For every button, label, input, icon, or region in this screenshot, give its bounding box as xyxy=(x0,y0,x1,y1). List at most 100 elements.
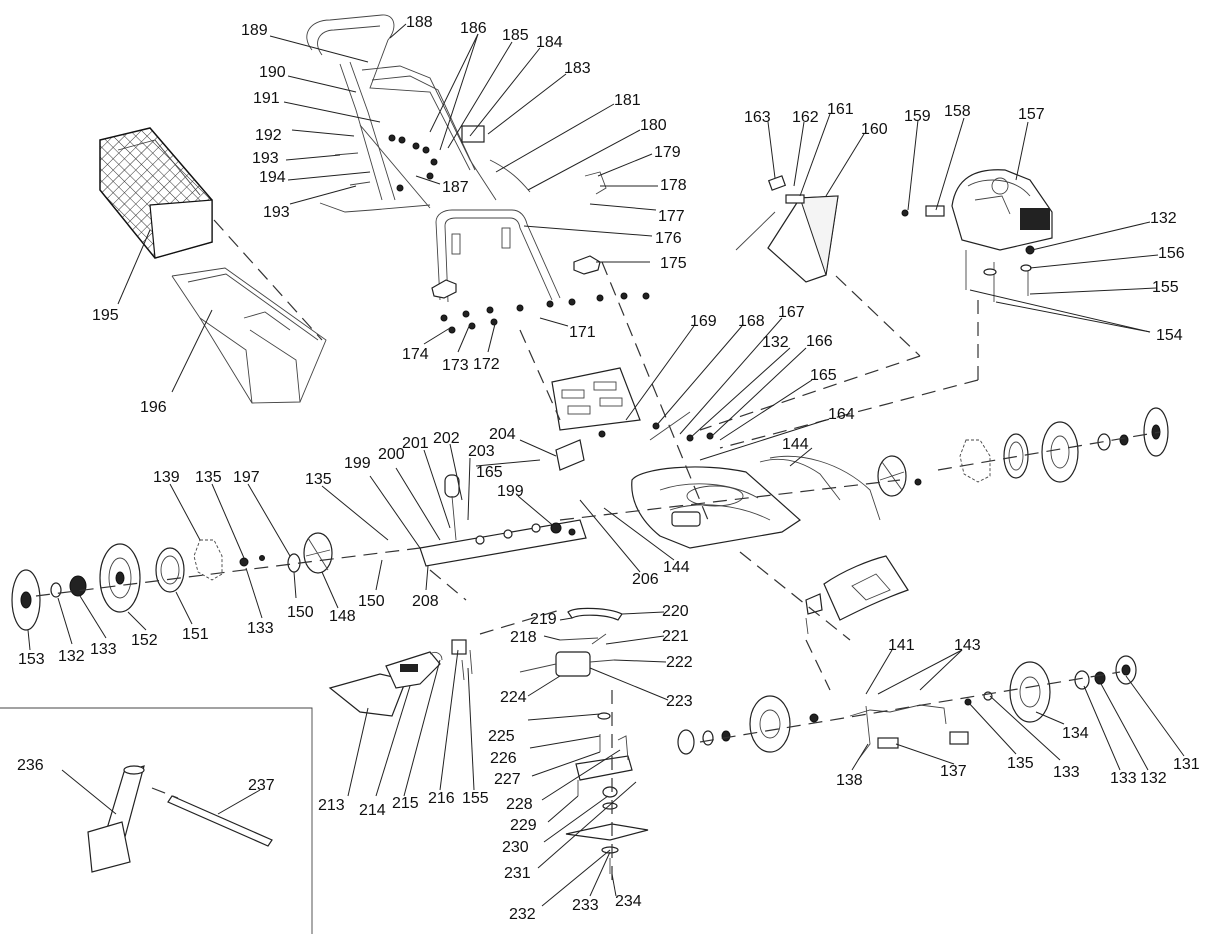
engine-cover-part xyxy=(735,175,839,283)
part-label-192: 192 xyxy=(255,127,282,144)
part-label-152: 152 xyxy=(131,632,158,649)
accessory-inset-frame xyxy=(0,707,313,934)
part-label-158: 158 xyxy=(944,103,971,120)
part-label-181: 181 xyxy=(614,92,641,109)
height-adjuster-part xyxy=(551,367,714,442)
part-label-132-deck: 132 xyxy=(762,334,789,351)
part-label-133-right: 133 xyxy=(1053,764,1080,781)
part-label-177: 177 xyxy=(658,208,685,225)
part-label-188: 188 xyxy=(406,14,433,31)
part-label-228: 228 xyxy=(506,796,533,813)
part-label-220: 220 xyxy=(662,603,689,620)
part-label-155-flap: 155 xyxy=(462,790,489,807)
part-label-131: 131 xyxy=(1173,756,1200,773)
part-label-148: 148 xyxy=(329,608,356,625)
part-label-156: 156 xyxy=(1158,245,1185,262)
part-label-236: 236 xyxy=(17,757,44,774)
part-label-172: 172 xyxy=(473,356,500,373)
part-label-165-deck: 165 xyxy=(810,367,837,384)
part-label-179: 179 xyxy=(654,144,681,161)
part-label-196: 196 xyxy=(140,399,167,416)
part-label-189: 189 xyxy=(241,22,268,39)
part-label-165-axle: 165 xyxy=(476,464,503,481)
part-label-232: 232 xyxy=(509,906,536,923)
part-label-132-left: 132 xyxy=(58,648,85,665)
part-label-215: 215 xyxy=(392,795,419,812)
part-label-143: 143 xyxy=(954,637,981,654)
part-label-160: 160 xyxy=(861,121,888,138)
part-label-135-right: 135 xyxy=(1007,755,1034,772)
drive-unit-part xyxy=(519,607,623,677)
part-label-187: 187 xyxy=(442,179,469,196)
mower-deck-part xyxy=(631,455,881,549)
front-axle-part xyxy=(419,439,587,567)
rear-flap-part xyxy=(805,555,909,635)
part-label-186: 186 xyxy=(460,20,487,37)
part-label-208: 208 xyxy=(412,593,439,610)
part-label-155-engine: 155 xyxy=(1152,279,1179,296)
part-label-223: 223 xyxy=(666,693,693,710)
part-label-133-far-right: 133 xyxy=(1110,770,1137,787)
part-label-199-right: 199 xyxy=(497,483,524,500)
blade-assembly-part xyxy=(565,712,649,874)
part-label-133-left: 133 xyxy=(90,641,117,658)
part-label-213: 213 xyxy=(318,797,345,814)
part-label-193-upper: 193 xyxy=(252,150,279,167)
part-label-214: 214 xyxy=(359,802,386,819)
part-label-151: 151 xyxy=(182,626,209,643)
part-label-164: 164 xyxy=(828,406,855,423)
left-wheels-part xyxy=(11,532,333,631)
part-label-138: 138 xyxy=(836,772,863,789)
part-label-141: 141 xyxy=(888,637,915,654)
part-label-169: 169 xyxy=(690,313,717,330)
part-label-139: 139 xyxy=(153,469,180,486)
part-label-167: 167 xyxy=(778,304,805,321)
lower-right-wheels-part xyxy=(677,655,1137,761)
part-label-144-upper: 144 xyxy=(782,436,809,453)
part-label-199-left: 199 xyxy=(344,455,371,472)
part-label-230: 230 xyxy=(502,839,529,856)
part-label-193-lower: 193 xyxy=(263,204,290,221)
part-label-218: 218 xyxy=(510,629,537,646)
part-label-178: 178 xyxy=(660,177,687,194)
part-label-184: 184 xyxy=(536,34,563,51)
lower-handle-part xyxy=(435,209,561,303)
part-label-226: 226 xyxy=(490,750,517,767)
part-label-171: 171 xyxy=(569,324,596,341)
bag-frame-part xyxy=(171,267,327,404)
part-label-176: 176 xyxy=(655,230,682,247)
part-label-229: 229 xyxy=(510,817,537,834)
part-label-204: 204 xyxy=(489,426,516,443)
upper-handle-part xyxy=(306,14,497,201)
part-label-231: 231 xyxy=(504,865,531,882)
part-label-227: 227 xyxy=(494,771,521,788)
part-label-197: 197 xyxy=(233,469,260,486)
part-label-162: 162 xyxy=(792,109,819,126)
part-label-153: 153 xyxy=(18,651,45,668)
spark-wrench-part xyxy=(87,765,273,873)
part-label-190: 190 xyxy=(259,64,286,81)
part-label-174: 174 xyxy=(402,346,429,363)
part-label-163: 163 xyxy=(744,109,771,126)
part-label-202: 202 xyxy=(433,430,460,447)
part-label-203: 203 xyxy=(468,443,495,460)
part-label-159: 159 xyxy=(904,108,931,125)
engine-part xyxy=(901,169,1053,255)
assembly-dashed-lines xyxy=(35,219,1161,880)
part-label-166: 166 xyxy=(806,333,833,350)
engine-bolts-part xyxy=(965,250,1032,302)
part-label-185: 185 xyxy=(502,27,529,44)
grass-bag-part xyxy=(99,127,213,259)
part-label-132-right: 132 xyxy=(1140,770,1167,787)
part-label-137: 137 xyxy=(940,763,967,780)
part-label-224: 224 xyxy=(500,689,527,706)
handle-controls-part xyxy=(319,124,607,213)
part-label-201: 201 xyxy=(402,435,429,452)
part-label-132-engine: 132 xyxy=(1150,210,1177,227)
part-label-225: 225 xyxy=(488,728,515,745)
part-label-180: 180 xyxy=(640,117,667,134)
part-label-173: 173 xyxy=(442,357,469,374)
part-label-237: 237 xyxy=(248,777,275,794)
part-label-168: 168 xyxy=(738,313,765,330)
